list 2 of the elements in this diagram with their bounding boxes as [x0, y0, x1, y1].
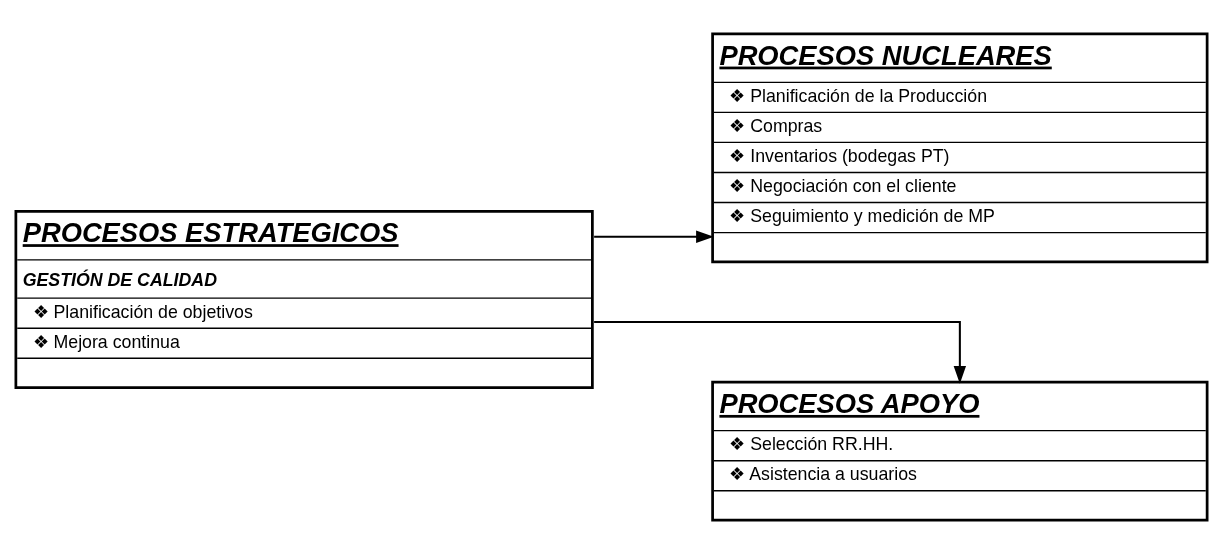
arrow — [594, 230, 714, 243]
arrow — [594, 321, 967, 384]
